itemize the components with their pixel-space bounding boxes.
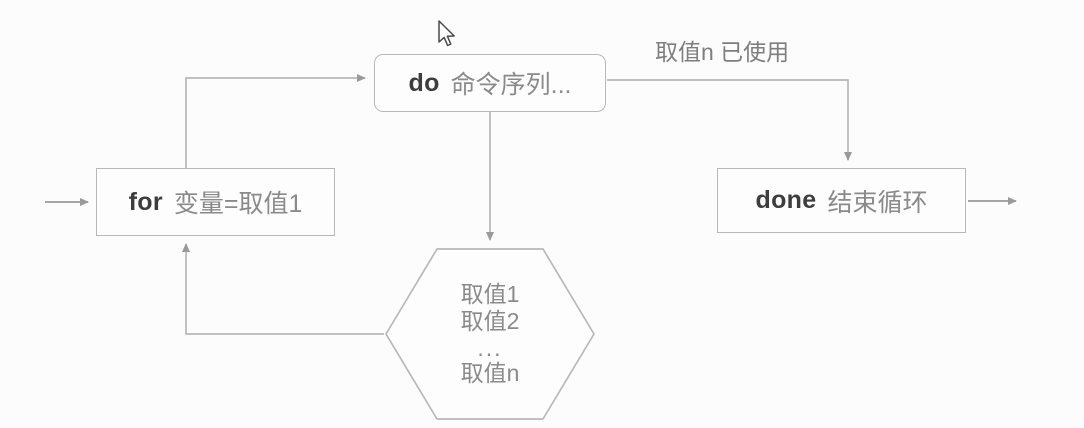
node-for-keyword: for	[128, 187, 163, 216]
node-done[interactable]: done 结束循环	[717, 168, 966, 233]
edge-label-do-to-done: 取值n 已使用	[655, 39, 790, 65]
values-line-ellipsis: ...	[477, 335, 503, 362]
edge-for-to-do	[185, 74, 366, 168]
node-do-text: 命令序列...	[450, 71, 572, 99]
values-line-2: 取值2	[460, 307, 520, 334]
node-for-text: 变量=取值1	[173, 190, 303, 218]
values-text-block: 取值1 取值2 ... 取值n	[385, 248, 595, 420]
node-do-keyword: do	[408, 68, 440, 97]
node-for[interactable]: for 变量=取值1	[96, 168, 335, 236]
node-done-keyword: done	[755, 186, 817, 214]
values-hexagon-shape	[385, 248, 595, 420]
node-do[interactable]: do 命令序列...	[374, 54, 606, 112]
node-done-text: 结束循环	[827, 188, 928, 217]
edge-values-to-for	[182, 243, 384, 335]
values-line-n: 取值n	[460, 360, 520, 387]
values-line-1: 取值1	[460, 280, 520, 307]
node-values[interactable]: 取值1 取值2 ... 取值n	[385, 248, 595, 420]
edge-do-to-done	[607, 79, 852, 161]
